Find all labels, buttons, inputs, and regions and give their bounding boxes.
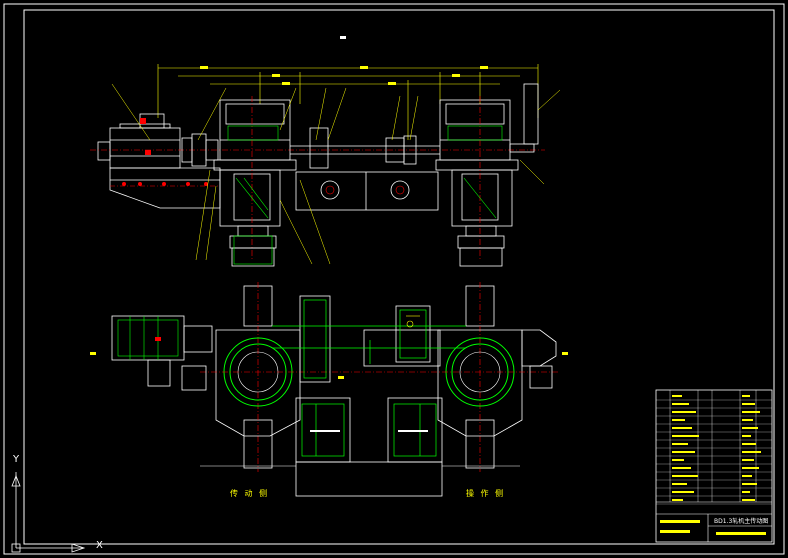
title-block-cell-text — [672, 467, 691, 469]
title-block-cell-text — [672, 427, 692, 429]
title-block-cell-text — [672, 483, 687, 485]
title-block-cell-text — [672, 403, 689, 405]
title-block-cell-text — [742, 499, 755, 501]
title-block-cell-text — [672, 411, 696, 413]
title-block-cell-text — [672, 395, 682, 397]
title-block-cell-text — [742, 411, 760, 413]
title-block-cell-text — [742, 435, 751, 437]
axis-x-label: X — [96, 540, 103, 551]
title-block-cell-text — [672, 491, 694, 493]
axis-y-label: Y — [13, 454, 20, 465]
drive-side-label: 传 动 侧 — [230, 489, 270, 498]
title-block-cell-text — [742, 475, 752, 477]
title-block-cell-text — [672, 443, 688, 445]
title-block-cell-text — [742, 451, 761, 453]
title-block-cell-text — [742, 443, 756, 445]
title-block-cell-text — [672, 419, 685, 421]
title-block-cell-text — [672, 451, 695, 453]
sheet-marker — [340, 36, 346, 39]
operator-side-label: 操 作 侧 — [466, 489, 506, 498]
title-block — [655, 389, 773, 543]
title-block-title: BD1.3轧机主传动图 — [714, 518, 769, 525]
top-view — [90, 64, 561, 267]
inner-border — [23, 9, 775, 545]
title-block-cell-text — [742, 403, 755, 405]
title-block-cell-text — [742, 427, 758, 429]
title-block-cell-text — [742, 395, 750, 397]
outer-border — [3, 3, 785, 555]
bottom-view — [90, 282, 568, 497]
title-block-cell-text — [672, 475, 698, 477]
title-block-cell-text — [672, 435, 699, 437]
ucs-axis-icon — [11, 472, 86, 553]
title-block-cell-text — [742, 483, 757, 485]
title-block-cell-text — [672, 459, 684, 461]
title-block-cell-text — [742, 467, 759, 469]
title-block-cell-text — [742, 419, 753, 421]
title-block-cell-text — [742, 459, 754, 461]
title-block-cell-text — [672, 499, 683, 501]
title-block-cell-text — [742, 491, 750, 493]
